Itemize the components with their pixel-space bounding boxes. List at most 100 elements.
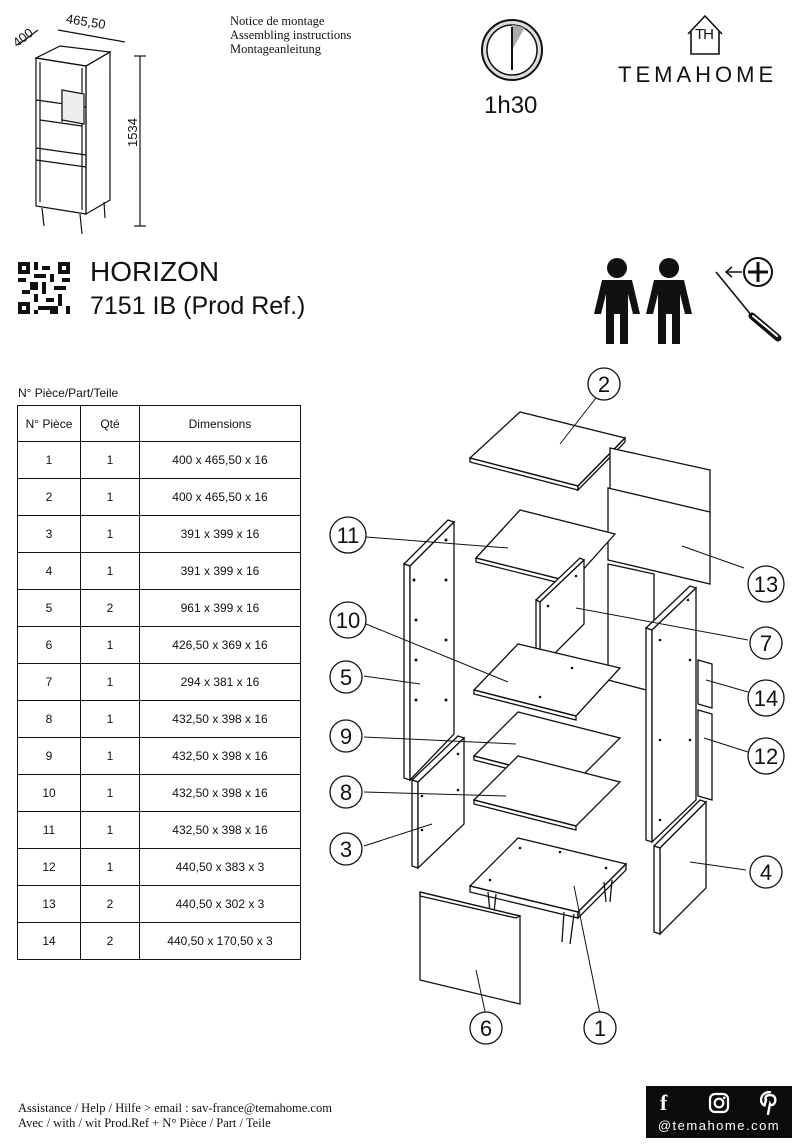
social-handle[interactable]: @temahome.com (657, 1118, 781, 1133)
facebook-icon[interactable]: f (660, 1090, 668, 1115)
callout-13: 13 (754, 572, 778, 597)
callout-6-circle (469, 1011, 503, 1045)
cell-qty: 1 (80, 848, 140, 886)
cell-piece: 4 (17, 552, 81, 590)
cell-piece: 7 (17, 663, 81, 701)
callout-3: 3 (340, 837, 352, 862)
cell-piece: 6 (17, 626, 81, 664)
assembly-time: 1h30 (484, 92, 538, 119)
instagram-icon[interactable] (708, 1092, 730, 1114)
callout-5-circle (329, 660, 363, 694)
callout-7-circle (749, 626, 783, 660)
cell-piece: 5 (17, 589, 81, 627)
col-header-qty: Qté (80, 405, 140, 442)
back-panel-14 (697, 659, 713, 709)
shelf-10 (472, 643, 622, 717)
cell-dimensions: 400 x 465,50 x 16 (139, 441, 301, 479)
col-header-dimensions: Dimensions (139, 405, 301, 442)
cell-qty: 1 (80, 811, 140, 849)
cell-piece: 12 (17, 848, 81, 886)
callout-2: 2 (598, 372, 610, 397)
cell-dimensions: 391 x 399 x 16 (139, 552, 301, 590)
cell-piece: 2 (17, 478, 81, 516)
cell-dimensions: 400 x 465,50 x 16 (139, 478, 301, 516)
callout-4: 4 (760, 860, 772, 885)
cell-qty: 1 (80, 441, 140, 479)
cell-piece: 9 (17, 737, 81, 775)
callout-12-circle (747, 737, 785, 775)
door-6 (419, 891, 521, 1005)
qr-code-icon (18, 262, 70, 314)
cell-qty: 1 (80, 663, 140, 701)
cell-dimensions: 432,50 x 398 x 16 (139, 737, 301, 775)
callout-3-circle (329, 832, 363, 866)
base-1 (468, 837, 628, 913)
cell-dimensions: 440,50 x 383 x 3 (139, 848, 301, 886)
callout-10: 10 (336, 608, 360, 633)
cell-piece: 14 (17, 922, 81, 960)
cell-qty: 1 (80, 737, 140, 775)
cell-piece: 1 (17, 441, 81, 479)
panel-2 (468, 411, 627, 487)
cell-qty: 1 (80, 478, 140, 516)
cell-dimensions: 440,50 x 170,50 x 3 (139, 922, 301, 960)
callout-11: 11 (337, 523, 360, 548)
cell-piece: 8 (17, 700, 81, 738)
two-persons-icon (594, 258, 692, 344)
pinterest-icon[interactable] (760, 1091, 780, 1115)
callout-9-circle (329, 719, 363, 753)
callout-7: 7 (760, 631, 772, 656)
callout-8-circle (329, 775, 363, 809)
callout-11-circle (329, 516, 367, 554)
cell-dimensions: 961 x 399 x 16 (139, 589, 301, 627)
callout-1-circle (583, 1011, 617, 1045)
clock-icon (481, 19, 543, 81)
cell-dimensions: 440,50 x 302 x 3 (139, 885, 301, 923)
cell-dimensions: 426,50 x 369 x 16 (139, 626, 301, 664)
assistance-line-1: Assistance / Help / Hilfe > email : sav-… (18, 1101, 332, 1115)
callout-14: 14 (754, 686, 778, 711)
callout-1: 1 (594, 1016, 606, 1041)
assistance-line-2: Avec / with / wit Prod.Ref + N° Pièce / … (18, 1116, 271, 1130)
back-panel-12 (697, 709, 713, 801)
screwdriver-phillips-icon (715, 257, 782, 342)
brand-name: TEMAHOME (618, 62, 778, 87)
callout-10-circle (329, 601, 367, 639)
parts-caption: N° Pièce/Part/Teile (18, 386, 119, 400)
callout-13-circle (747, 565, 785, 603)
callout-14-circle (747, 679, 785, 717)
cell-qty: 1 (80, 626, 140, 664)
cell-piece: 11 (17, 811, 81, 849)
exploded-view-diagram: 2 11 10 5 9 8 3 13 7 14 12 4 6 1 (329, 367, 785, 1045)
notice-en: Assembling instructions (230, 28, 352, 42)
callout-4-circle (749, 855, 783, 889)
logo-letters: TH (695, 26, 714, 43)
house-logo-icon (687, 14, 723, 55)
social-bar: f @temahome.com (646, 1086, 792, 1138)
callout-6: 6 (480, 1016, 492, 1041)
cell-piece: 10 (17, 774, 81, 812)
callout-9: 9 (340, 724, 352, 749)
cell-qty: 2 (80, 589, 140, 627)
cabinet-overview-drawing (17, 29, 146, 235)
product-ref: 7151 IB (Prod Ref.) (90, 292, 306, 320)
notice-titles: Notice de montage Assembling instruction… (230, 14, 351, 56)
cell-dimensions: 294 x 381 x 16 (139, 663, 301, 701)
callout-5: 5 (340, 665, 352, 690)
callout-8: 8 (340, 780, 352, 805)
callout-12: 12 (754, 744, 778, 769)
table-header-row: N° Pièce Qté Dimensions (17, 405, 301, 442)
notice-de: Montageanleitung (230, 42, 321, 56)
cell-qty: 1 (80, 515, 140, 553)
